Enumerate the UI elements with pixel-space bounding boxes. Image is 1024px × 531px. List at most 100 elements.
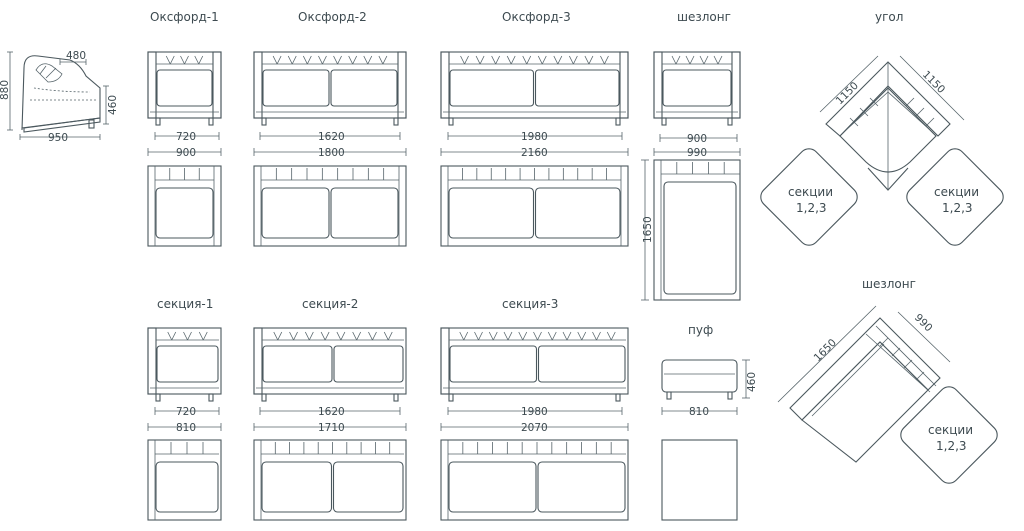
seat-cushion <box>333 345 404 383</box>
tuft <box>367 55 373 65</box>
tuft <box>273 331 279 341</box>
chaise-cushion <box>663 181 737 295</box>
pouf-leg <box>666 391 672 400</box>
dim-side-480: 480 <box>66 50 86 62</box>
sofa-frame <box>440 51 629 119</box>
title-oxford-2: Оксфорд-2 <box>298 10 367 24</box>
plan-cushion <box>155 461 219 513</box>
tuft <box>495 55 500 65</box>
tuft <box>184 55 189 65</box>
tuft <box>474 331 479 341</box>
chaise-right-module-drawing <box>789 317 941 463</box>
tuft <box>171 331 177 341</box>
tuft <box>478 331 483 341</box>
right-arm <box>212 51 222 119</box>
oxford-2-plan <box>253 165 407 247</box>
tuft <box>606 331 612 341</box>
tuft <box>518 331 524 341</box>
oxford-3-plan <box>440 165 629 247</box>
tuft <box>713 55 719 65</box>
left-arm <box>440 51 450 119</box>
leg <box>261 393 267 402</box>
tuft <box>352 331 358 341</box>
tuft <box>547 331 553 341</box>
dim-chaise-1650: 1650 <box>642 216 654 243</box>
oxford-1-plan <box>147 165 222 247</box>
tuft <box>169 55 175 65</box>
section-2-front <box>253 327 407 402</box>
dim-side-880: 880 <box>0 80 11 100</box>
tuft <box>491 55 496 65</box>
title-section-3: секция-3 <box>502 297 558 311</box>
tuft <box>464 55 469 65</box>
right-arm <box>619 51 629 119</box>
tuft <box>610 331 616 341</box>
tuft <box>333 55 338 65</box>
tuft <box>277 331 283 341</box>
section-1-plan <box>147 439 222 521</box>
tuft <box>320 331 326 341</box>
tuft <box>522 331 528 341</box>
plan-frame <box>253 165 407 247</box>
tuft <box>492 331 498 341</box>
tuft <box>551 331 557 341</box>
left-arm <box>253 51 263 119</box>
tuft <box>600 55 605 65</box>
title-oxford-3: Оксфорд-3 <box>502 10 571 24</box>
dim-side-460: 460 <box>107 95 119 115</box>
tuft <box>581 331 587 341</box>
title-chaise-top: шезлонг <box>677 10 731 24</box>
tuft <box>503 331 509 341</box>
tuft <box>387 331 393 341</box>
leg <box>661 117 667 126</box>
left-arm <box>440 327 450 395</box>
tuft <box>604 55 609 65</box>
plan-cushion <box>261 461 333 513</box>
tuft <box>287 55 293 65</box>
pouf-leg <box>727 391 733 400</box>
sections-label-left: секции <box>788 185 833 199</box>
dim-chaise-990: 990 <box>687 147 707 159</box>
tuft <box>183 331 188 341</box>
sofa-frame <box>653 51 741 119</box>
title-pouf: пуф <box>688 323 713 337</box>
tuft <box>675 55 681 65</box>
tuft <box>322 55 327 65</box>
tuft <box>685 55 691 65</box>
tuft <box>463 331 469 341</box>
tuft <box>324 331 330 341</box>
side-profile-drawing <box>7 51 109 140</box>
tuft <box>378 55 384 65</box>
tuft <box>689 55 695 65</box>
seat-cushion <box>534 69 620 107</box>
tuft <box>703 55 709 65</box>
dim-chaise-900: 900 <box>687 133 707 145</box>
tuft <box>541 55 547 65</box>
tuft <box>165 55 171 65</box>
tuft <box>293 331 298 341</box>
tuft <box>167 331 173 341</box>
plan-cushion <box>534 187 621 239</box>
leg <box>393 393 399 402</box>
dim-chaise-right-1650: 1650 <box>812 337 839 364</box>
left-arm <box>253 327 263 395</box>
sections-numbers-bottom: 1,2,3 <box>936 439 967 453</box>
dimension-lines <box>147 55 965 431</box>
pouf-body <box>661 359 738 393</box>
oxford-1-front <box>147 51 222 126</box>
tuft <box>194 55 200 65</box>
tuft <box>577 331 583 341</box>
plan-frame <box>253 439 407 521</box>
seat-cushion <box>262 345 333 383</box>
title-section-2: секция-2 <box>302 297 358 311</box>
tuft <box>526 55 532 65</box>
plan-cushion <box>155 187 214 239</box>
tuft <box>336 331 342 341</box>
pouf-front <box>661 359 738 521</box>
title-corner: угол <box>875 10 903 24</box>
tuft <box>459 331 465 341</box>
oxford-2-front <box>253 51 407 126</box>
tuft <box>289 331 294 341</box>
right-arm <box>731 51 741 119</box>
dim-oxford2-1620: 1620 <box>318 131 345 143</box>
